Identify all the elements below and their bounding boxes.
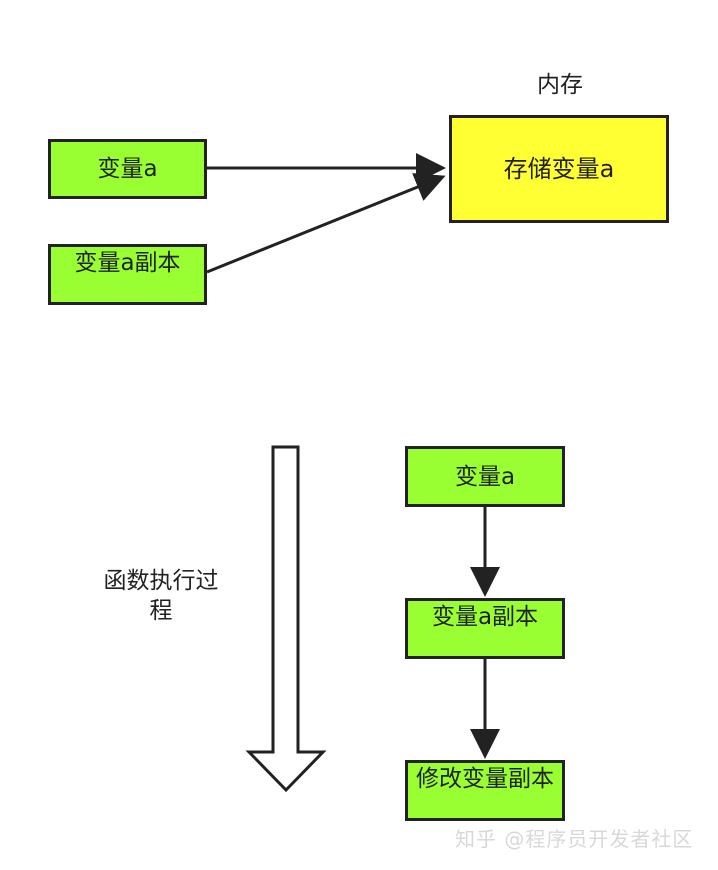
var-a-box: 变量a <box>48 139 207 199</box>
var-a-copy-box: 变量a副本 <box>48 244 207 305</box>
flow-step-var-copy-label: 变量a副本 <box>431 604 539 630</box>
flow-step-modify-copy-label: 修改变量副本 <box>416 766 554 792</box>
flow-step-var-copy: 变量a副本 <box>405 598 565 659</box>
flow-step-var-a: 变量a <box>405 446 565 507</box>
watermark: 知乎 @程序员开发者社区 <box>455 827 694 851</box>
process-down-arrow <box>245 445 327 793</box>
var-a-copy-label: 变量a副本 <box>74 250 181 276</box>
memory-box-label: 存储变量a <box>503 155 615 183</box>
process-label: 函数执行过程 <box>103 568 219 624</box>
arrow-copy-to-memory <box>206 173 446 274</box>
flow-step-var-a-label: 变量a <box>454 463 516 490</box>
var-a-label: 变量a <box>97 156 158 182</box>
flow-step-modify-copy: 修改变量副本 <box>405 760 565 821</box>
memory-box: 存储变量a <box>449 115 669 223</box>
memory-title: 内存 <box>537 72 583 98</box>
